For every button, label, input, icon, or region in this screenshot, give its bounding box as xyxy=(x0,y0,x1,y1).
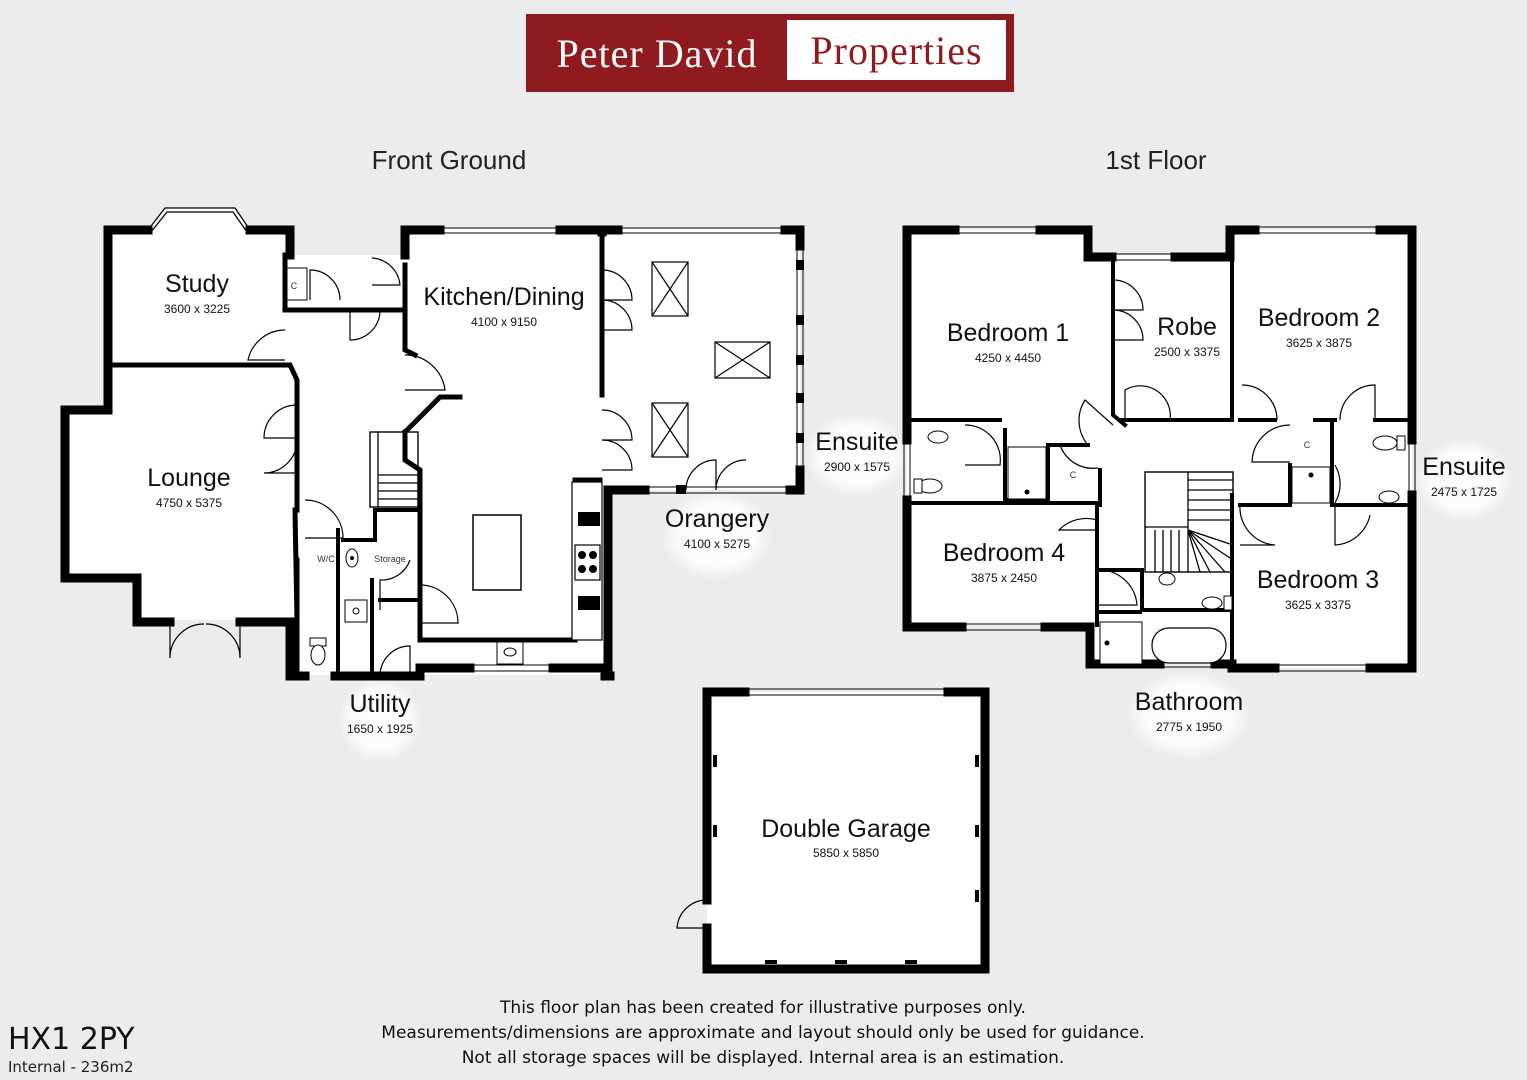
ground-floor xyxy=(60,207,805,681)
kitchen-name: Kitchen/Dining xyxy=(423,283,584,311)
ensuite2-name: Ensuite xyxy=(1422,453,1505,481)
lounge-dim: 4750 x 5375 xyxy=(156,496,222,510)
kitchen-dim: 4100 x 9150 xyxy=(471,315,537,329)
bedroom2-name: Bedroom 2 xyxy=(1258,304,1380,332)
utility-dim: 1650 x 1925 xyxy=(347,722,413,736)
bathroom-dim: 2775 x 1950 xyxy=(1156,720,1222,734)
internal-area: Internal - 236m2 xyxy=(8,1058,134,1076)
postcode: HX1 2PY xyxy=(8,1022,135,1057)
garage xyxy=(676,687,990,974)
bathroom-name: Bathroom xyxy=(1135,688,1243,716)
garage-name: Double Garage xyxy=(761,815,931,843)
bedroom4-dim: 3875 x 2450 xyxy=(971,571,1037,585)
study-name: Study xyxy=(165,270,229,298)
disclaimer-line-3: Not all storage spaces will be displayed… xyxy=(461,1048,1065,1068)
orangery-name: Orangery xyxy=(665,505,770,533)
study-cupboard-label: C xyxy=(291,281,298,291)
company-logo: Peter David Properties xyxy=(526,14,1014,92)
robe-name: Robe xyxy=(1157,313,1217,341)
disclaimer-line-2: Measurements/dimensions are approximate … xyxy=(381,1023,1145,1043)
first-floor-title: 1st Floor xyxy=(1105,145,1206,175)
study-dim: 3600 x 3225 xyxy=(164,302,230,316)
bedroom2-cupboard-label: C xyxy=(1304,440,1311,450)
ensuite1-dim: 2900 x 1575 xyxy=(824,460,890,474)
disclaimer-line-1: This floor plan has been created for ill… xyxy=(500,998,1026,1018)
garage-dim: 5850 x 5850 xyxy=(813,846,879,860)
lounge-name: Lounge xyxy=(147,464,230,492)
orangery-dim: 4100 x 5275 xyxy=(684,537,750,551)
wc-label: W/C xyxy=(317,554,335,564)
utility-name: Utility xyxy=(349,690,411,718)
robe-dim: 2500 x 3375 xyxy=(1154,345,1220,359)
logo-text-right: Properties xyxy=(787,20,1006,80)
bedroom1-name: Bedroom 1 xyxy=(947,319,1069,347)
disclaimer: This floor plan has been created for ill… xyxy=(330,996,1196,1071)
ensuite1-name: Ensuite xyxy=(815,428,898,456)
bedroom1-dim: 4250 x 4450 xyxy=(975,351,1041,365)
ground-floor-title: Front Ground xyxy=(372,145,527,175)
bedroom3-dim: 3625 x 3375 xyxy=(1285,598,1351,612)
ensuite2-dim: 2475 x 1725 xyxy=(1431,485,1497,499)
landing-cupboard-label: C xyxy=(1070,470,1077,480)
bedroom3-name: Bedroom 3 xyxy=(1257,566,1379,594)
bedroom4-name: Bedroom 4 xyxy=(943,539,1065,567)
first-floor xyxy=(902,225,1417,673)
bedroom2-dim: 3625 x 3875 xyxy=(1286,336,1352,350)
storage-label: Storage xyxy=(374,554,406,564)
logo-text-left: Peter David xyxy=(556,30,758,76)
